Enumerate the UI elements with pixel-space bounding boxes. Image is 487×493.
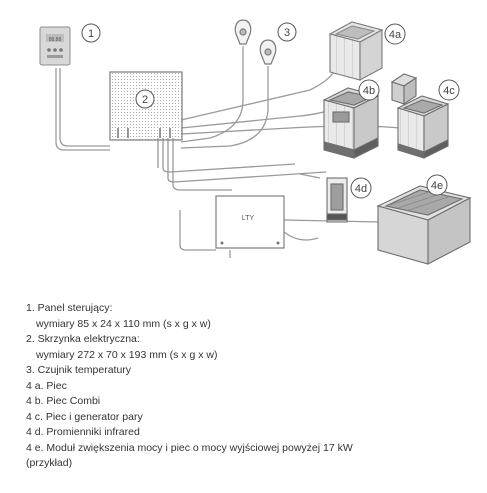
svg-text:4d: 4d xyxy=(355,183,367,195)
heater-4a-unit xyxy=(328,21,384,81)
legend-item-4a: 4 a. Piec xyxy=(26,379,67,392)
legend-item-1-title: 1. Panel sterujący: xyxy=(26,302,113,314)
control-panel-unit: 88.88 xyxy=(39,26,71,66)
callout-2: 2 xyxy=(135,89,155,109)
legend-item-4e-continuation: (przykład) xyxy=(26,457,73,469)
heater-4b-combi-unit xyxy=(322,87,380,159)
heater-4c-steam-unit xyxy=(390,73,450,159)
callout-4e: 4e xyxy=(426,174,448,196)
relay-box-unit: LTY xyxy=(215,195,285,249)
svg-text:3: 3 xyxy=(284,27,290,39)
legend-item-2-detail: wymiary 272 x 70 x 193 mm (s x g x w) xyxy=(36,348,218,361)
callout-3: 3 xyxy=(277,22,297,42)
svg-text:4c: 4c xyxy=(443,85,455,97)
temperature-sensor-icon xyxy=(234,19,277,65)
svg-text:2: 2 xyxy=(142,94,148,106)
svg-text:4b: 4b xyxy=(363,85,375,97)
svg-text:4a: 4a xyxy=(389,29,402,41)
infrared-emitter-unit xyxy=(326,177,348,223)
legend-item-1-detail: wymiary 85 x 24 x 110 mm (s x g x w) xyxy=(36,317,211,330)
svg-text:1: 1 xyxy=(88,28,94,40)
relay-box-label: LTY xyxy=(242,215,255,222)
callout-1: 1 xyxy=(81,23,101,43)
callouts: 1 2 3 4a 4b 4c 4d 4e xyxy=(81,22,460,199)
callout-4b: 4b xyxy=(358,79,380,101)
legend-item-4b: 4 b. Piec Combi xyxy=(26,395,101,407)
sauna-wiring-diagram: 88.88 xyxy=(39,19,472,265)
legend-item-2-title: 2. Skrzynka elektryczna: xyxy=(26,333,140,345)
callout-4d: 4d xyxy=(350,177,372,199)
callout-4a: 4a xyxy=(384,23,406,45)
legend-item-4c: 4 c. Piec i generator pary xyxy=(26,410,143,423)
legend-item-4d: 4 d. Promienniki infrared xyxy=(26,426,140,438)
legend-item-4e: 4 e. Moduł zwiększenia mocy i piec o moc… xyxy=(26,441,353,454)
control-panel-display: 88.88 xyxy=(49,37,62,43)
svg-text:4e: 4e xyxy=(431,180,443,192)
component-legend: 1. Panel sterujący: wymiary 85 x 24 x 11… xyxy=(26,301,476,472)
callout-4c: 4c xyxy=(438,79,460,101)
heater-4e-large-unit xyxy=(376,185,472,265)
legend-item-3: 3. Czujnik temperatury xyxy=(26,364,132,376)
